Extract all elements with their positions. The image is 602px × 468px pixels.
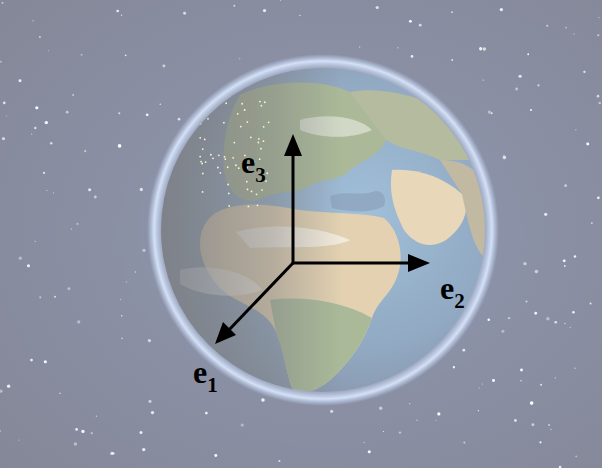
vector-arrow [293, 262, 414, 265]
arrow-head [284, 134, 302, 156]
vector-arrow [292, 150, 295, 263]
arrow-head [408, 254, 430, 272]
arrow-head [215, 322, 236, 344]
vector-label: e1 [193, 356, 218, 388]
vector-arrow [227, 263, 293, 332]
vector-label: e3 [241, 146, 266, 178]
vector-label: e2 [440, 272, 465, 304]
basis-vectors [215, 134, 430, 344]
